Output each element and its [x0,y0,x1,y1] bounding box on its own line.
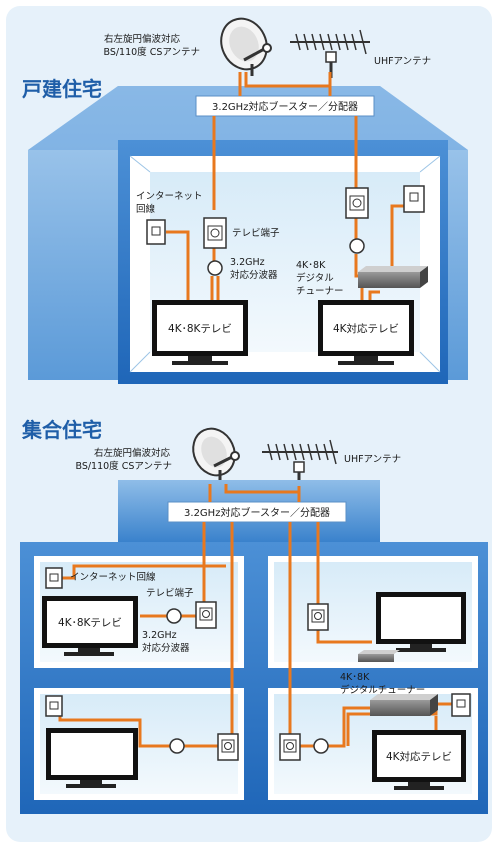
apartment-tuner-label-1: 4K･8K [340,672,370,683]
apartment-booster-label: 3.2GHz対応ブースター／分配器 [184,506,330,519]
house-splitter [207,260,223,276]
apartment-splitter-bl [169,738,185,754]
house-tv-outlet-label: テレビ端子 [232,227,280,239]
house-bs-antenna-label-1: 右左旋円偏波対応 [104,33,181,45]
house-bs-antenna [220,17,272,76]
apartment-tv-8k-label: 4K･8Kテレビ [58,617,122,629]
house-tuner-label-3: チューナー [296,286,344,297]
apartment-tv-tr [376,592,466,652]
apartment-tv-8k [42,596,138,656]
house-tv-4k-label: 4K対応テレビ [333,322,399,335]
apartment-internet-label: インターネット回線 [70,571,156,583]
apartment-bs-antenna [192,427,240,484]
house-tv-4k [318,300,414,365]
house-internet-label-1: インターネット [136,191,203,202]
house-tuner-label-2: デジタル [296,272,334,284]
apartment-tv-4k-label: 4K対応テレビ [386,750,452,763]
apartment-bs-antenna-label-1: 右左旋円偏波対応 [94,447,171,459]
house-booster-label: 3.2GHz対応ブースター／分配器 [212,100,358,113]
house-tv-8k-label: 4K･8Kテレビ [168,323,232,335]
house-splitter-label-2: 対応分波器 [230,269,278,281]
house-booster-box [195,95,375,117]
house-splitter-right [349,238,365,254]
apartment-booster-box [167,501,347,523]
apartment-title: 集合住宅 [21,418,102,442]
apartment-tv-4k [372,730,466,790]
apartment-bs-antenna-label-2: BS/110度 CSアンテナ [75,460,172,472]
house-bs-antenna-label-2: BS/110度 CSアンテナ [103,46,200,58]
apartment-tuner-label-2: デジタルチューナー [340,684,425,696]
apartment-splitter-label-1: 3.2GHz [142,630,177,641]
house-tv-8k [152,300,248,365]
apartment-splitter-label-2: 対応分波器 [142,642,190,654]
apartment-tuner-br [370,694,438,716]
house-internet-label-2: 回線 [136,203,156,215]
apartment-uhf-antenna-label: UHFアンテナ [344,454,401,465]
apartment-tv-outlet-label: テレビ端子 [146,587,194,599]
apartment-splitter [166,608,182,624]
house-uhf-antenna [290,29,370,78]
house-tuner-label-1: 4K･8K [296,260,326,271]
house-title: 戸建住宅 [22,77,102,101]
house-tuner [358,266,428,288]
apartment-tuner-tr [358,650,400,662]
house-splitter-label-1: 3.2GHz [230,257,265,268]
house-uhf-antenna-label: UHFアンテナ [374,56,431,67]
apartment-tv-bl [46,728,138,788]
apartment-splitter-br [313,738,329,754]
